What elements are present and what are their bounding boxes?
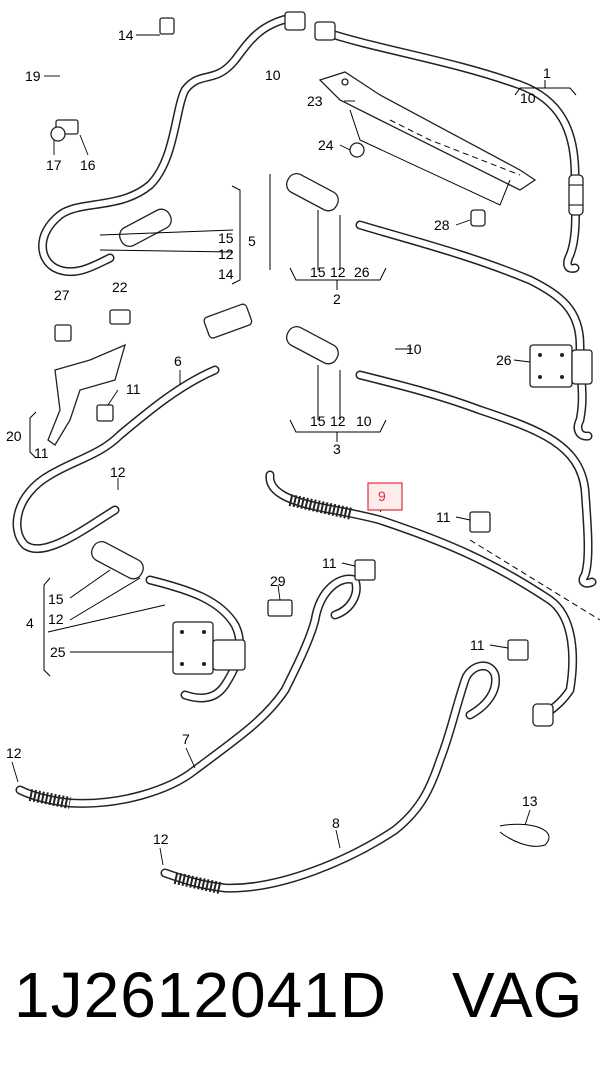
label-2: 2 bbox=[333, 291, 341, 307]
label-25: 25 bbox=[50, 644, 66, 660]
label-28: 28 bbox=[434, 217, 450, 233]
label-12-p8: 12 bbox=[153, 831, 169, 847]
brake-line-exploded-diagram: 14 10 19 23 1 10 24 17 16 28 15 5 12 14 … bbox=[6, 11, 600, 894]
label-4: 4 bbox=[26, 615, 34, 631]
group-brackets bbox=[29, 80, 577, 677]
label-8: 8 bbox=[332, 815, 340, 831]
bracket-23 bbox=[318, 71, 537, 206]
label-19: 19 bbox=[25, 68, 41, 84]
label-15-g5: 15 bbox=[218, 230, 234, 246]
pipe-assembly-top bbox=[38, 13, 581, 277]
label-14-top: 14 bbox=[118, 27, 134, 43]
label-10-group1: 10 bbox=[520, 90, 536, 106]
label-16: 16 bbox=[80, 157, 96, 173]
label-22: 22 bbox=[112, 279, 128, 295]
hose-sleeve-2 bbox=[285, 173, 339, 212]
hose-sleeve-4 bbox=[90, 541, 144, 580]
junction-block-26 bbox=[529, 344, 593, 388]
label-9-highlighted: 9 bbox=[378, 488, 386, 504]
label-29: 29 bbox=[270, 573, 286, 589]
label-26-g2: 26 bbox=[354, 264, 370, 280]
label-12-g5: 12 bbox=[218, 246, 234, 262]
highlight-box-9 bbox=[367, 482, 403, 511]
label-13: 13 bbox=[522, 793, 538, 809]
bracket-20 bbox=[47, 343, 127, 446]
pipe-6 bbox=[12, 365, 220, 554]
label-3: 3 bbox=[333, 441, 341, 457]
label-15-g2: 15 bbox=[310, 264, 326, 280]
label-12-p7: 12 bbox=[6, 745, 22, 761]
label-10-top: 10 bbox=[265, 67, 281, 83]
label-15-g4: 15 bbox=[48, 591, 64, 607]
pipe-8 bbox=[160, 661, 501, 894]
label-14-g5: 14 bbox=[218, 266, 234, 282]
dashed-routing-lines bbox=[389, 119, 600, 621]
label-11-left: 11 bbox=[126, 381, 141, 397]
label-12-g3: 12 bbox=[330, 413, 346, 429]
brand-caption: VAG bbox=[452, 959, 583, 1031]
label-24: 24 bbox=[318, 137, 334, 153]
label-6: 6 bbox=[174, 353, 182, 369]
pipe-assembly-2 bbox=[355, 220, 593, 441]
label-23: 23 bbox=[307, 93, 323, 109]
hose-sleeve-left bbox=[118, 208, 172, 247]
callout-labels: 14 10 19 23 1 10 24 17 16 28 15 5 12 14 … bbox=[6, 27, 551, 847]
junction-block-25 bbox=[172, 621, 246, 675]
label-11-right: 11 bbox=[470, 637, 485, 653]
label-12-g2: 12 bbox=[330, 264, 346, 280]
label-15-g3: 15 bbox=[310, 413, 326, 429]
part-number-caption: 1J2612041D bbox=[14, 959, 387, 1031]
label-17: 17 bbox=[46, 157, 62, 173]
label-11-p9: 11 bbox=[436, 509, 451, 525]
pipe-9 bbox=[265, 470, 578, 720]
pipe-assembly-3 bbox=[355, 370, 597, 588]
label-26-right: 26 bbox=[496, 352, 512, 368]
label-11-mid: 11 bbox=[322, 555, 337, 571]
clip-elements bbox=[50, 11, 554, 847]
label-5: 5 bbox=[248, 233, 256, 249]
label-1: 1 bbox=[543, 65, 551, 81]
label-27: 27 bbox=[54, 287, 70, 303]
label-12-g4: 12 bbox=[48, 611, 64, 627]
label-10-g3b: 10 bbox=[356, 413, 372, 429]
label-10-g3: 10 bbox=[406, 341, 422, 357]
label-7: 7 bbox=[182, 731, 190, 747]
label-20: 20 bbox=[6, 428, 22, 444]
label-11-g20: 11 bbox=[34, 445, 49, 461]
hose-sleeve-3 bbox=[285, 326, 339, 365]
flex-hose-right-top bbox=[568, 174, 584, 216]
pipe-7 bbox=[15, 574, 361, 809]
label-12-mid: 12 bbox=[110, 464, 126, 480]
